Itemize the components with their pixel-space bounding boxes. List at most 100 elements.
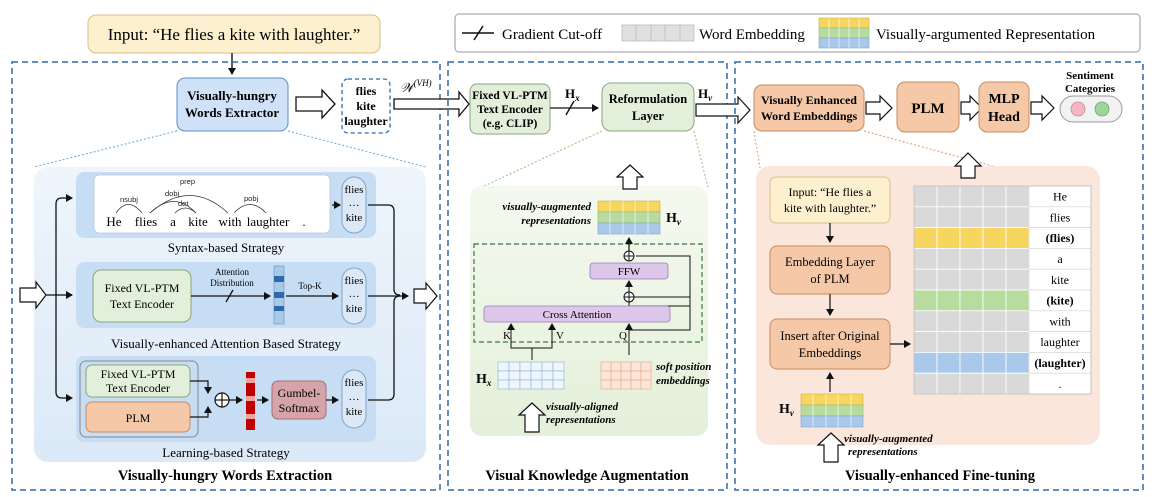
learning-score-bar (246, 372, 255, 430)
svg-text:dobj: dobj (165, 189, 180, 198)
attention-dist-label1: Attention (215, 267, 249, 277)
grid-cell (541, 379, 554, 390)
embedding-cell (936, 310, 961, 332)
panel-output-arrow (615, 164, 645, 190)
syntax-strategy-label: Syntax-based Strategy (168, 240, 285, 255)
word-embedding-swatch (621, 24, 695, 42)
svg-text:flies: flies (345, 184, 364, 196)
aligned-line2: representations (546, 414, 616, 426)
syntax-tokens: He flies a kite with laughter . (106, 214, 305, 229)
sentiment-label2: Categories (1065, 83, 1116, 95)
svg-text:Text Encoder: Text Encoder (110, 297, 174, 311)
grid-cell (640, 361, 652, 372)
embedding-cell (936, 227, 961, 249)
grid-cell (530, 361, 543, 372)
section2-frame (447, 61, 728, 491)
syntax-tree-box (93, 174, 331, 234)
aligned-input-arrow (517, 402, 547, 433)
k-label: K (503, 330, 511, 342)
svg-text:…: … (349, 391, 360, 403)
visual-rep-swatch (818, 17, 870, 49)
embedding-cell (936, 268, 961, 291)
section3-frame (734, 61, 1144, 491)
embedding-row-label: (laughter) (1034, 356, 1085, 370)
svg-text:Fixed VL-PTM: Fixed VL-PTM (472, 90, 548, 102)
embedding-row-label: flies (1050, 210, 1071, 224)
embedding-row-label: . (1059, 377, 1062, 391)
embedding-row-label: (flies) (1046, 231, 1075, 245)
embedding-cell (959, 268, 984, 291)
svg-text:nsubj: nsubj (120, 195, 138, 204)
grid-cell (620, 379, 632, 390)
embedding-cell (936, 331, 961, 353)
embedding-cell (913, 227, 938, 249)
reformulation-to-vewe-arrow (695, 95, 751, 125)
svg-text:Embedding Layer: Embedding Layer (785, 255, 876, 269)
grid-cell (497, 379, 510, 390)
hv-label: Hv (698, 86, 713, 103)
reformulation-box: Reformulation Layer (601, 82, 695, 132)
vewe-box: Visually Enhanced Word Embeddings (753, 84, 865, 132)
syntax-output: flies … kite (341, 176, 367, 234)
attention-output: flies … kite (341, 267, 367, 325)
oplus-mid-icon (623, 291, 635, 303)
embedding-cell (936, 247, 961, 270)
svg-text:Fixed VL-PTM: Fixed VL-PTM (101, 367, 176, 381)
embedding-row-label: laughter (1040, 335, 1079, 349)
embedding-cell (959, 206, 984, 229)
learning-strategy-label: Learning-based Strategy (162, 445, 290, 460)
embedding-row-label: He (1053, 190, 1067, 204)
embedding-cell (1005, 372, 1030, 395)
grid-cell (530, 379, 543, 390)
words-to-encoder-arrow (393, 90, 470, 118)
extractor-line2: Words Extractor (185, 105, 279, 120)
embedding-cell (936, 351, 961, 374)
embedding-cell (1005, 227, 1030, 249)
grid-cell (630, 370, 642, 381)
attention-encoder: Fixed VL-PTM Text Encoder (92, 269, 192, 323)
embedding-cell (1005, 268, 1030, 291)
embedding-cell (936, 372, 961, 395)
svg-text:Embeddings: Embeddings (799, 346, 862, 360)
embedding-cell (936, 289, 961, 312)
cross-attention-box: Cross Attention (483, 305, 671, 323)
sentiment-categories (1059, 95, 1123, 123)
grid-cell (552, 370, 565, 381)
embedding-cell (913, 206, 938, 229)
svg-text:kite: kite (346, 303, 363, 315)
sentiment-label1: Sentiment (1066, 70, 1114, 82)
learning-encoder: Fixed VL-PTM Text Encoder (85, 364, 191, 398)
embedding-cell (982, 206, 1007, 229)
hx-label: Hx (565, 86, 580, 103)
grid-cell (600, 361, 612, 372)
embedding-cell (982, 289, 1007, 312)
embedding-cell (959, 372, 984, 395)
embedding-cell (959, 310, 984, 332)
svg-text:Word Embeddings: Word Embeddings (761, 109, 858, 123)
ffw-box: FFW (589, 262, 669, 280)
embedding-cell (936, 206, 961, 229)
ft-aug-line2: representations (848, 446, 918, 458)
topk-label: Top-K (298, 281, 322, 291)
svg-text:PLM: PLM (911, 101, 944, 117)
mlp-head-box: MLP Head (978, 81, 1030, 133)
words-box-flies: flies (356, 84, 377, 98)
zoom-line-left (33, 130, 178, 168)
grid-cell (519, 370, 532, 381)
hx-panel-label: Hx (476, 372, 492, 388)
section1-title: Visually-hungry Words Extraction (118, 468, 332, 484)
section1-frame (11, 61, 441, 491)
hv-panel-label: Hv (666, 211, 682, 227)
embedding-cell (982, 227, 1007, 249)
embedding-cell (982, 185, 1007, 208)
clip-encoder-box: Fixed VL-PTM Text Encoder (e.g. CLIP) (469, 83, 551, 135)
embedding-cell (982, 331, 1007, 353)
dependency-arcs (115, 195, 267, 214)
embedding-cell (913, 331, 938, 353)
legend-gradient-cutoff: Gradient Cut-off (502, 27, 602, 43)
embedding-cell (959, 289, 984, 312)
svg-text:Text Encoder: Text Encoder (477, 104, 543, 116)
svg-text:of PLM: of PLM (810, 272, 849, 286)
svg-text:a: a (170, 214, 176, 229)
